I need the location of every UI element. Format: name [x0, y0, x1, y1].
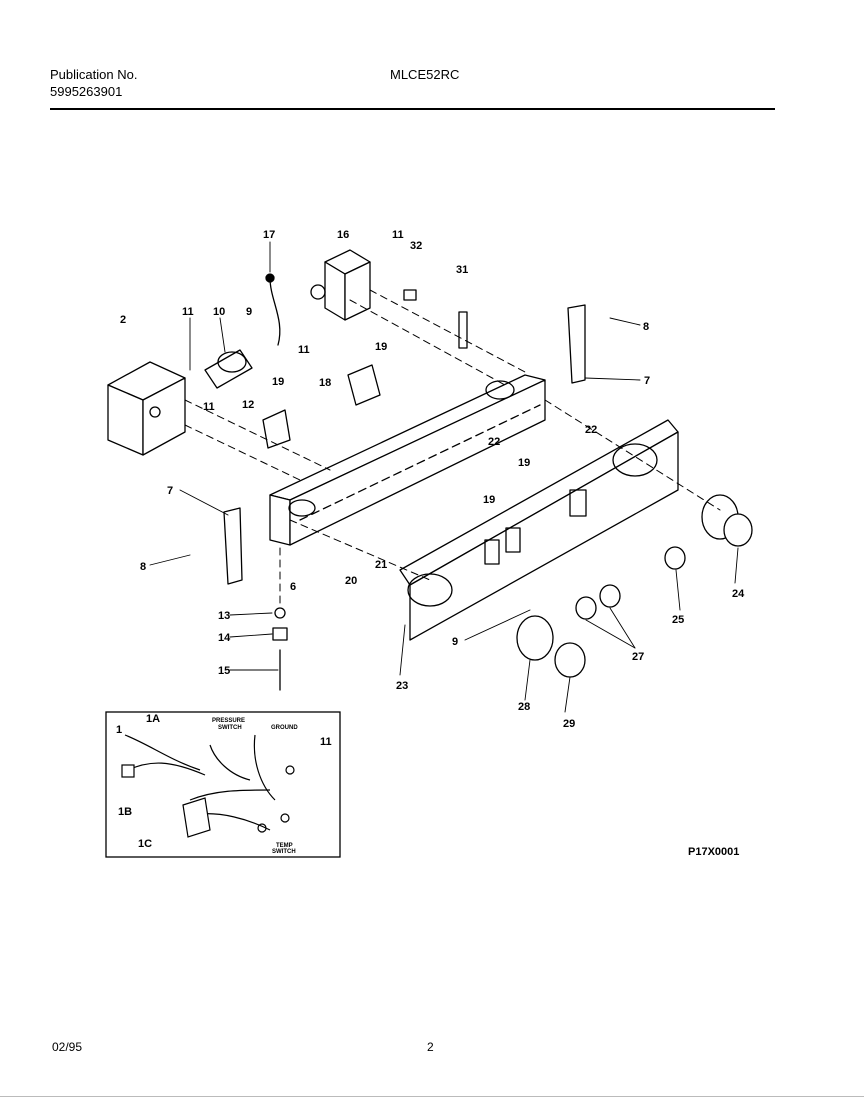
callout-32: 32	[410, 240, 422, 252]
inset-callout-1b: 1B	[118, 806, 132, 818]
temp-switch-label-1: TEMP	[276, 843, 293, 849]
timer-housing	[107, 361, 186, 456]
inset-callout-11: 11	[320, 736, 332, 748]
callout-21: 21	[375, 559, 387, 571]
callout-11: 11	[182, 306, 194, 318]
diagram-code: P17X0001	[688, 846, 739, 858]
callout-22: 22	[585, 424, 597, 436]
pressure-switch-label-1: PRESSURE	[212, 718, 245, 724]
model-number: MLCE52RC	[390, 67, 460, 82]
temp-switch-label-2: SWITCH	[272, 849, 296, 855]
callout-18: 18	[319, 377, 331, 389]
callout-13: 13	[218, 610, 230, 622]
callout-22: 22	[488, 436, 500, 448]
pressure-switch-label-2: SWITCH	[218, 725, 242, 731]
inset-callout-1a: 1A	[146, 713, 160, 725]
callout-17: 17	[263, 229, 275, 241]
callout-24: 24	[732, 588, 745, 600]
callout-7: 7	[644, 375, 650, 387]
bottom-rule	[0, 1096, 864, 1097]
callout-8: 8	[140, 561, 146, 573]
callout-8: 8	[643, 321, 649, 333]
publication-label: Publication No.	[50, 67, 138, 82]
knob-29	[554, 642, 586, 678]
callout-19: 19	[518, 457, 530, 469]
knob-25	[664, 546, 686, 570]
callout-19: 19	[483, 494, 495, 506]
footer-date: 02/95	[52, 1040, 83, 1054]
callout-31: 31	[456, 264, 468, 276]
callout-20: 20	[345, 575, 357, 587]
switch-assembly	[204, 349, 253, 389]
callout-14: 14	[218, 632, 231, 644]
callout-11: 11	[392, 229, 404, 241]
water-valve	[310, 249, 371, 321]
callout-15: 15	[218, 665, 230, 677]
knob-24	[701, 494, 753, 547]
front-console	[399, 419, 679, 641]
callout-9: 9	[246, 306, 252, 318]
header-rule	[50, 108, 775, 110]
wiring-harness-inset: 1 1A PRESSURE SWITCH GROUND 11 1B 1C TEM…	[105, 711, 341, 858]
callout-23: 23	[396, 680, 408, 692]
ground-label: GROUND	[271, 725, 298, 731]
callout-29: 29	[563, 718, 575, 730]
callout-28: 28	[518, 701, 530, 713]
callout-6: 6	[290, 581, 296, 593]
callout-7: 7	[167, 485, 173, 497]
callout-25: 25	[672, 614, 684, 626]
callout-10: 10	[213, 306, 225, 318]
page-number: 2	[427, 1040, 434, 1054]
inset-callout-1c: 1C	[138, 838, 152, 850]
dial-28	[516, 615, 554, 661]
callout-9: 9	[452, 636, 458, 648]
control-panel-bracket	[269, 374, 546, 546]
callout-11: 11	[298, 344, 310, 356]
publication-number: 5995263901	[50, 84, 123, 99]
callout-19: 19	[272, 376, 284, 388]
callout-27: 27	[632, 651, 644, 663]
inset-callout-1: 1	[116, 724, 122, 736]
callout-11: 11	[203, 401, 215, 413]
wire-lead	[269, 277, 281, 346]
callout-19: 19	[375, 341, 387, 353]
callout-12: 12	[242, 399, 254, 411]
callout-16: 16	[337, 229, 349, 241]
knob-27a	[599, 584, 621, 608]
callout-2: 2	[120, 314, 126, 326]
knob-27b	[575, 596, 597, 620]
